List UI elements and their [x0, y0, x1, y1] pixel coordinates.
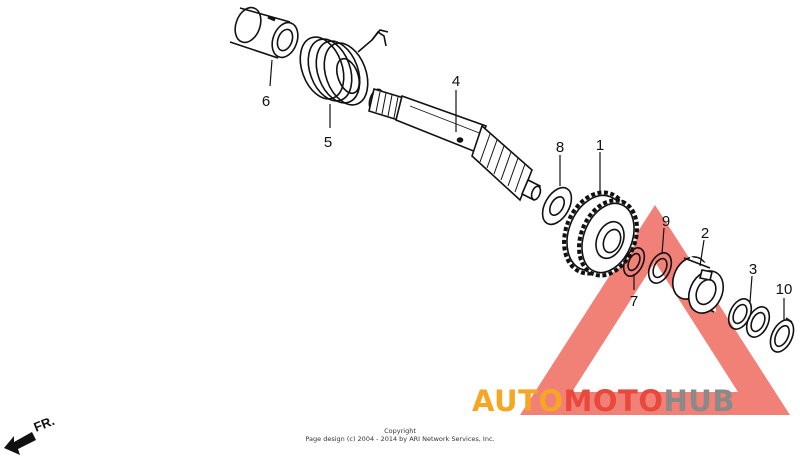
part-8-washer	[541, 186, 573, 226]
leader-9	[661, 227, 665, 255]
callout-8: 8	[556, 139, 564, 156]
fr-label: FR.	[32, 413, 57, 435]
leader-2	[699, 239, 705, 267]
callout-5: 5	[324, 134, 332, 151]
part-10-snap-ring	[769, 317, 795, 353]
leader-3	[749, 275, 753, 303]
callout-1: 1	[596, 137, 604, 154]
svg-text:AUTOMOTOHUB: AUTOMOTOHUB	[472, 384, 735, 418]
part-6-collar	[226, 6, 299, 62]
watermark-moto: MOTO	[564, 384, 664, 418]
arrow-left-icon	[4, 432, 36, 455]
front-direction-indicator: FR.	[4, 413, 57, 455]
part-7-ring	[622, 247, 646, 277]
leader-6	[269, 59, 273, 87]
watermark-auto: AUTO	[472, 384, 564, 418]
callout-10: 10	[776, 281, 793, 298]
copyright-line-1: Copyright	[384, 427, 416, 435]
part-2-ratchet	[671, 256, 725, 314]
part-9-ring	[647, 252, 673, 284]
part-5-spring	[299, 29, 389, 106]
part-1-gear	[562, 190, 639, 278]
part-4-shaft	[368, 87, 542, 202]
watermark-triangle	[520, 205, 790, 415]
part-3-rings	[727, 298, 771, 338]
watermark-logo: AUTOMOTOHUB	[472, 384, 735, 418]
callout-2: 2	[701, 225, 709, 242]
callout-7: 7	[630, 293, 638, 310]
watermark-hub: HUB	[664, 384, 735, 418]
copyright-line-2: Page design (c) 2004 - 2014 by ARI Netwo…	[305, 435, 495, 443]
callout-6: 6	[262, 93, 270, 110]
callout-4: 4	[452, 73, 460, 90]
callout-9: 9	[662, 213, 670, 230]
callout-3: 3	[749, 261, 757, 278]
